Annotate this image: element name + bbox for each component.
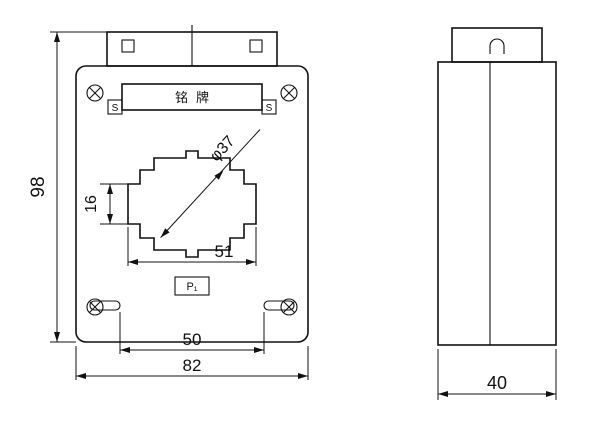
- dimension-width-82: 82: [75, 346, 309, 380]
- dim-label-50: 50: [183, 330, 202, 349]
- s-mark-right-box: [261, 99, 277, 115]
- dim-label-51: 51: [215, 242, 234, 261]
- front-view: 铭牌 S S P₁ 98: [28, 25, 309, 380]
- s-mark-left: S: [112, 103, 119, 114]
- dim-label-40: 40: [487, 373, 507, 393]
- s-mark-right: S: [266, 103, 273, 114]
- side-view: 40: [437, 27, 557, 400]
- corner-screw-top-left: [86, 84, 104, 102]
- dim-label-82: 82: [183, 356, 202, 375]
- s-mark-left-box: [107, 99, 123, 115]
- dimension-window-width-51: 51: [127, 227, 257, 266]
- corner-screw-bottom-left: [86, 298, 104, 316]
- bus-tab-notch-left: [121, 39, 135, 53]
- nameplate-label: 铭牌: [175, 90, 217, 105]
- side-tab-outline: [451, 27, 543, 63]
- body-outline: [75, 65, 309, 343]
- hanger-hole: [489, 38, 505, 54]
- window-opening: [127, 150, 257, 258]
- terminal-p1-box: [174, 276, 210, 296]
- side-body-outline: [437, 61, 557, 346]
- mounting-slot-right: [263, 300, 295, 311]
- nameplate: 铭牌 S S: [107, 83, 277, 115]
- terminal-p1-label: P₁: [186, 281, 197, 293]
- dim-label-phi37: φ37: [207, 133, 239, 165]
- mounting-slot-left: [89, 300, 121, 311]
- nameplate-box: [121, 83, 263, 111]
- bus-tab-notch-right: [249, 39, 263, 53]
- dimension-depth-40: 40: [437, 349, 557, 400]
- terminal-p1: P₁: [174, 276, 210, 296]
- top-bus-tab: [106, 25, 278, 67]
- dimension-window-height-16: 16: [83, 183, 128, 225]
- dim-label-16: 16: [83, 195, 100, 213]
- corner-screw-bottom-right: [280, 298, 298, 316]
- dim-label-98: 98: [28, 176, 49, 197]
- corner-screw-top-right: [280, 84, 298, 102]
- dimension-height-98: 98: [28, 31, 107, 343]
- dimension-slot-spacing-50: 50: [119, 312, 265, 354]
- side-top-tab: [451, 27, 543, 63]
